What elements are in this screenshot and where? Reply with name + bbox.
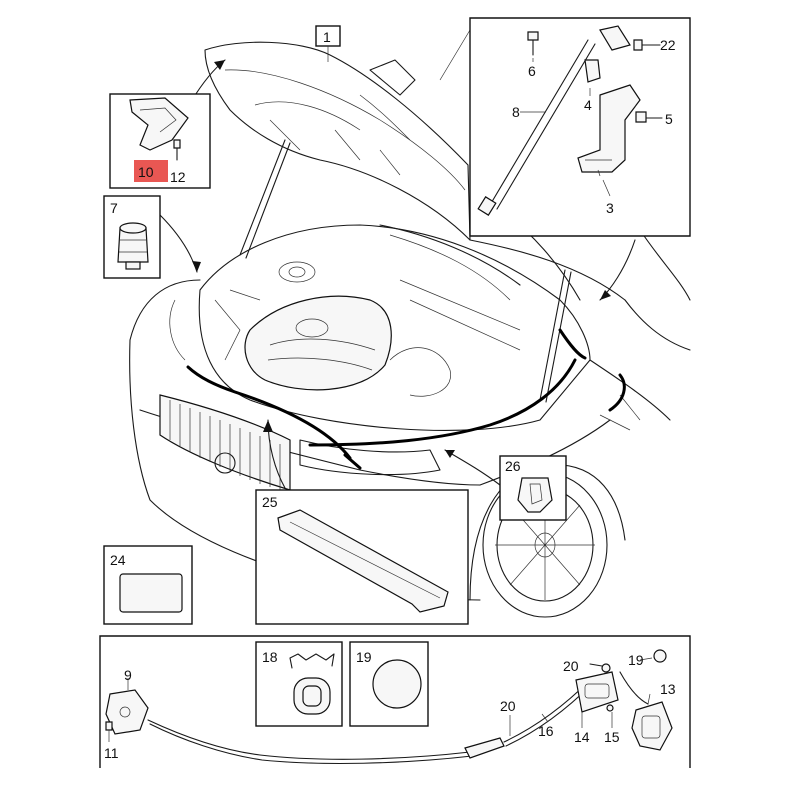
callout-11: 11: [104, 745, 119, 761]
inset-bump-stop-box: 7: [103, 195, 161, 279]
vehicle-front-illustration: [129, 29, 691, 618]
callout-9: 9: [124, 667, 132, 683]
inset-hinge-box: 1 6 8 4 5 22 3: [315, 17, 691, 237]
callout-13: 13: [660, 681, 676, 697]
inset-label-box: 24: [103, 545, 193, 625]
callout-19-panel: 19: [628, 652, 644, 668]
callout-6: 6: [528, 63, 536, 79]
callout-7: 7: [110, 200, 118, 216]
callout-5: 5: [665, 111, 673, 127]
inset-bracket-box: 10 12: [109, 93, 211, 189]
highlight-marker: [134, 160, 168, 182]
inset-panel-box: 25: [255, 489, 469, 625]
callout-16: 16: [538, 723, 554, 739]
callout-8: 8: [512, 104, 520, 120]
callout-12: 12: [170, 169, 186, 185]
inset-clip-box: 26: [499, 455, 567, 521]
callout-22: 22: [660, 37, 676, 53]
release-cable-panel: 18 19 9 11 20 16 20 14 1: [99, 635, 691, 768]
callout-25: 25: [262, 494, 278, 510]
callout-18: 18: [262, 649, 278, 665]
callout-20-lower: 20: [500, 698, 516, 714]
callout-15: 15: [604, 729, 620, 745]
callout-20-upper: 20: [563, 658, 579, 674]
callout-26: 26: [505, 458, 521, 474]
callout-1: 1: [323, 29, 331, 45]
callout-4: 4: [584, 97, 592, 113]
callout-24: 24: [110, 552, 126, 568]
callout-10: 10: [138, 164, 154, 180]
callout-14: 14: [574, 729, 590, 745]
callout-19-inset: 19: [356, 649, 372, 665]
callout-3: 3: [606, 200, 614, 216]
